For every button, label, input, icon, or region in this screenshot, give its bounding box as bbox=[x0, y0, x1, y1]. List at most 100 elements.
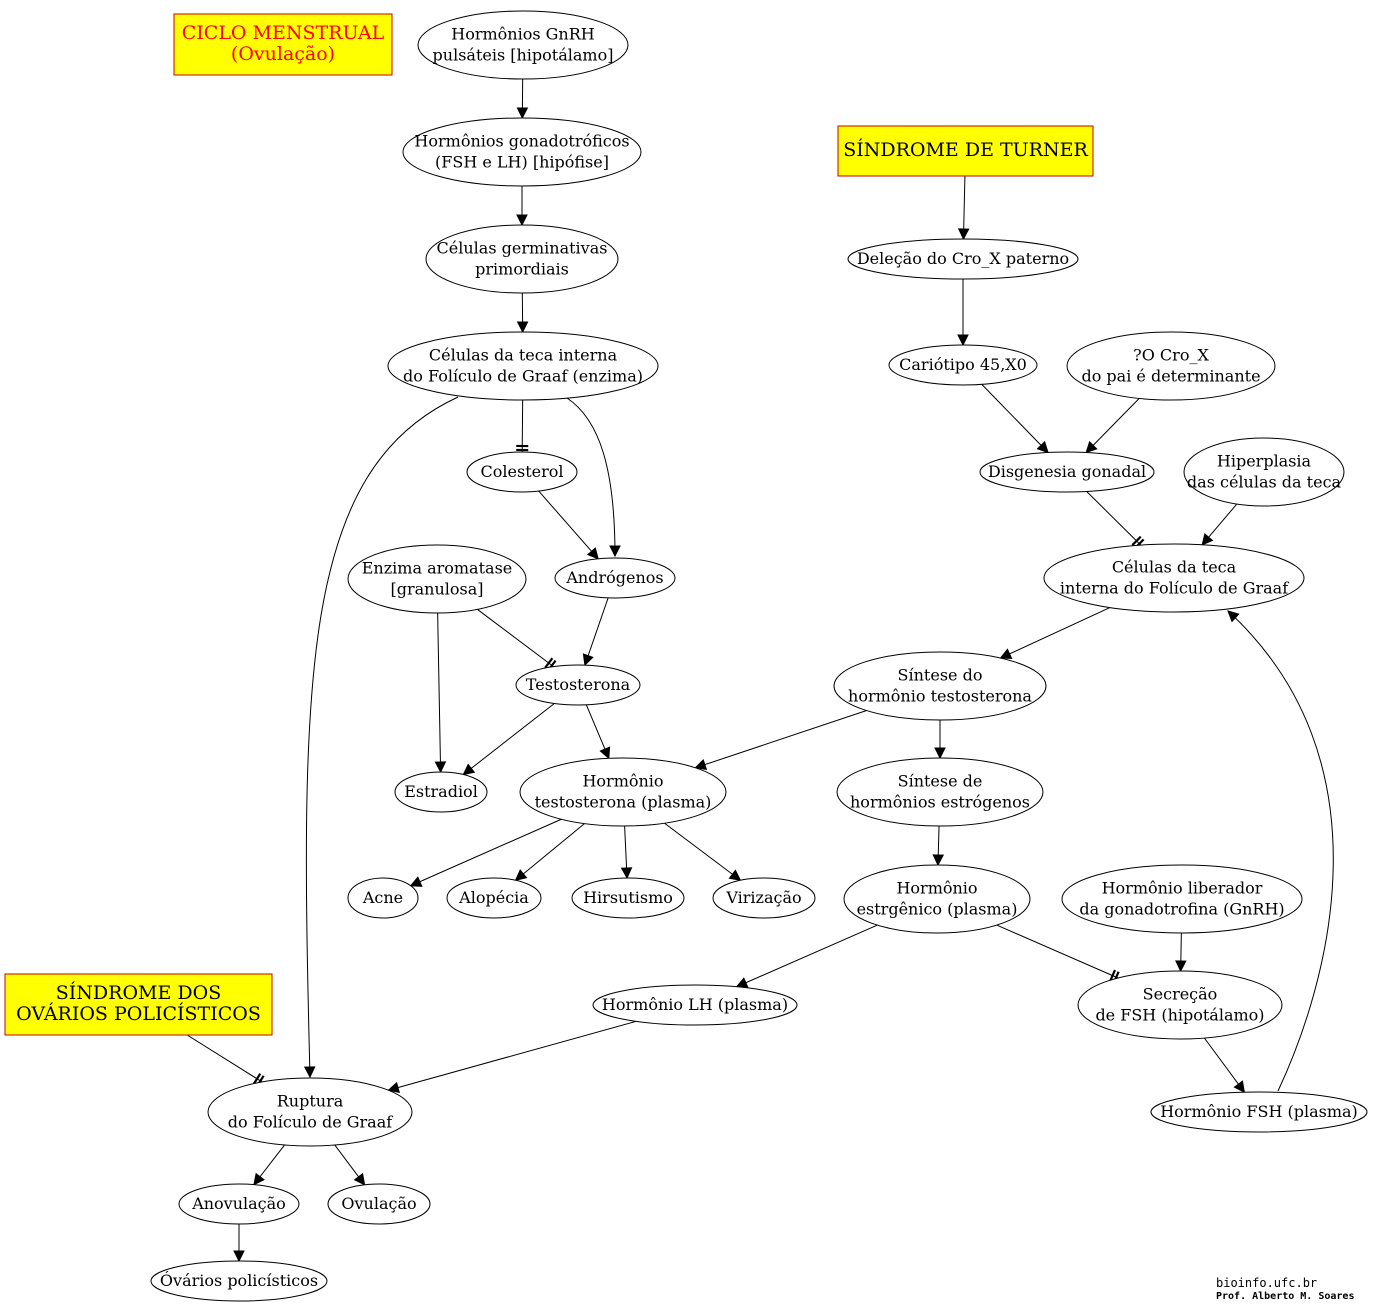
label-line: SÍNDROME DOS bbox=[56, 981, 221, 1004]
label-line: Disgenesia gonadal bbox=[988, 462, 1146, 481]
edge-hlib-to-secfsh bbox=[1175, 932, 1187, 973]
node-lh: Hormônio LH (plasma) bbox=[592, 984, 798, 1026]
label-line: Hormônio bbox=[582, 772, 663, 791]
label-line: Hormônios gonadotróficos bbox=[414, 132, 629, 151]
label-line: Ruptura bbox=[277, 1092, 344, 1111]
label-line: do pai é determinante bbox=[1081, 367, 1260, 386]
title-box-turner: SÍNDROME DE TURNER bbox=[837, 125, 1094, 177]
edge-disg-to-teca2 bbox=[1086, 491, 1145, 549]
node-ovpol: Óvários policísticos bbox=[150, 1260, 328, 1302]
edge-colest-to-androg bbox=[538, 490, 599, 560]
edge-teca1-to-androg bbox=[566, 397, 621, 558]
edge-htplasma-to-acne bbox=[409, 818, 562, 887]
edge-delecao-to-cario bbox=[957, 279, 969, 347]
label-line: interna do Folículo de Graaf bbox=[1060, 579, 1289, 598]
label-line: Deleção do Cro_X paterno bbox=[857, 249, 1069, 268]
node-cropai: ?O Cro_Xdo pai é determinante bbox=[1066, 331, 1276, 401]
credit-author: Prof. Alberto M. Soares bbox=[1216, 1291, 1355, 1302]
node-testo: Testosterona bbox=[515, 664, 641, 706]
credit: bioinfo.ufc.br Prof. Alberto M. Soares bbox=[1216, 1276, 1354, 1304]
label-line: Células da teca bbox=[1112, 558, 1237, 577]
label-line: Colesterol bbox=[481, 462, 564, 481]
node-germ: Células germinativas primordiais bbox=[425, 224, 619, 294]
edge-ruptura-to-anov bbox=[253, 1144, 285, 1186]
label-line: (FSH e LH) [hipófise] bbox=[435, 153, 609, 172]
edge-aromat-to-testo bbox=[477, 608, 557, 671]
boxes-layer: CICLO MENSTRUAL(Ovulação) SÍNDROME DE TUR… bbox=[4, 13, 1094, 1036]
edge-htplasma-to-alop bbox=[514, 823, 585, 881]
label-line: Síntese do bbox=[898, 666, 983, 685]
node-aromat: Enzima aromatase [granulosa] bbox=[347, 544, 527, 614]
edge-sintesetesto-to-sinteseestro bbox=[934, 720, 946, 760]
node-colest: Colesterol bbox=[466, 451, 578, 493]
node-delecao: Deleção do Cro_X paterno bbox=[847, 238, 1079, 280]
node-estrad: Estradiol bbox=[394, 771, 488, 813]
edge-htplasma-to-viri bbox=[664, 822, 742, 881]
edge-testo-to-htplasma bbox=[585, 704, 611, 760]
label-line: Hormônio liberador bbox=[1102, 879, 1263, 898]
label-line: do Folículo de Graaf bbox=[228, 1113, 393, 1132]
node-ruptura: Ruptura do Folículo de Graaf bbox=[207, 1077, 413, 1147]
label-line: Células da teca interna bbox=[429, 346, 618, 365]
edge-ruptura-to-ovul bbox=[334, 1144, 366, 1186]
label-line: Óvários policísticos bbox=[160, 1270, 318, 1290]
label-line: Células germinativas bbox=[437, 239, 608, 258]
edge-sintesetesto-to-htplasma bbox=[694, 710, 867, 770]
label-line: de FSH (hipotálamo) bbox=[1095, 1006, 1264, 1025]
label-line: hormônio testosterona bbox=[848, 687, 1032, 706]
label-line: Alopécia bbox=[458, 888, 529, 907]
credit-site: bioinfo.ufc.br bbox=[1216, 1276, 1318, 1290]
label-line: SÍNDROME DE TURNER bbox=[843, 138, 1088, 161]
node-teca1: Células da teca interna do Folículo de Gr… bbox=[387, 331, 659, 401]
node-teca2: Células da teca interna do Folículo de Gr… bbox=[1043, 543, 1305, 613]
node-ovul: Ovulação bbox=[327, 1183, 431, 1225]
label-line: primordiais bbox=[475, 260, 569, 279]
label-line: Hiperplasia bbox=[1217, 452, 1312, 471]
node-sinteseestro: Síntese de hormônios estrógenos bbox=[836, 757, 1044, 827]
label-line: OVÁRIOS POLICÍSTICOS bbox=[16, 1002, 261, 1025]
edge-teca1-to-colest bbox=[516, 399, 529, 453]
label-line: Hirsutismo bbox=[583, 888, 673, 907]
label-line: Síntese de bbox=[898, 772, 983, 791]
label-line: Enzima aromatase bbox=[362, 559, 513, 578]
label-line: Andrógenos bbox=[565, 568, 663, 587]
label-line: hormônios estrógenos bbox=[850, 793, 1030, 812]
edge-testo-to-estrad bbox=[462, 703, 555, 776]
node-alop: Alopécia bbox=[446, 877, 542, 919]
node-htplasma: Hormônio testosterona (plasma) bbox=[519, 757, 727, 827]
node-anov: Anovulação bbox=[178, 1183, 300, 1225]
label-line: ?O Cro_X bbox=[1133, 346, 1209, 365]
label-line: (Ovulação) bbox=[231, 43, 335, 65]
node-acne: Acne bbox=[347, 877, 419, 919]
label-line: Hormônio bbox=[896, 879, 977, 898]
label-line: Hormônios GnRH bbox=[451, 25, 595, 44]
label-line: Testosterona bbox=[526, 675, 631, 694]
label-line: testosterona (plasma) bbox=[535, 793, 712, 812]
label-line: Hormônio LH (plasma) bbox=[602, 995, 788, 1014]
title-box-ciclo: CICLO MENSTRUAL(Ovulação) bbox=[173, 13, 393, 76]
edge-germ-to-teca1 bbox=[516, 292, 529, 334]
label-line: Ovulação bbox=[341, 1194, 416, 1213]
edge-hestr-to-lh bbox=[735, 924, 878, 988]
node-disg: Disgenesia gonadal bbox=[979, 451, 1155, 493]
label-line: Hormônio FSH (plasma) bbox=[1160, 1102, 1358, 1121]
label-line: do Folículo de Graaf (enzima) bbox=[403, 367, 643, 386]
node-androg: Andrógenos bbox=[554, 557, 676, 599]
edge-lh-to-ruptura bbox=[387, 1020, 637, 1094]
edge-sinteseestro-to-hestr bbox=[932, 825, 945, 867]
edge-secfsh-to-fsh bbox=[1203, 1037, 1246, 1094]
edge-hiper-to-teca2 bbox=[1201, 503, 1238, 546]
label-line: Cariótipo 45,X0 bbox=[899, 355, 1027, 374]
label-line: Estradiol bbox=[404, 782, 478, 801]
edge-gonado-to-germ bbox=[516, 186, 528, 227]
edge-gnrh-to-gonado bbox=[516, 78, 529, 120]
edge-teca2-to-sintesetesto bbox=[999, 607, 1111, 659]
label-line: [granulosa] bbox=[390, 580, 483, 599]
node-cario: Cariótipo 45,X0 bbox=[888, 344, 1038, 386]
